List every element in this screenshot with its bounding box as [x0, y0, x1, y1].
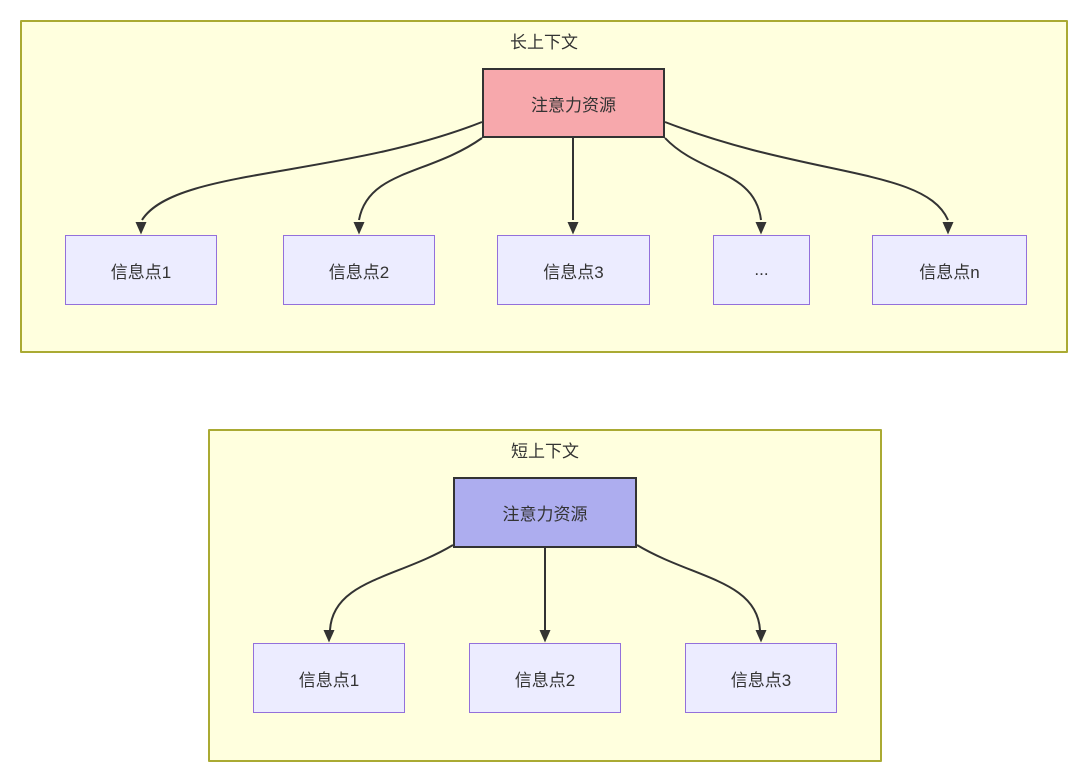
- attention-resource-box-long: 注意力资源: [482, 68, 665, 138]
- short-context-title: 短上下文: [511, 442, 579, 461]
- long-info-node-1-label: 信息点1: [110, 262, 172, 282]
- short-info-node-1: 信息点1: [253, 643, 405, 713]
- long-info-node-3-label: 信息点3: [543, 262, 604, 282]
- long-info-node-ellipsis-label: ...: [754, 260, 769, 279]
- short-info-node-2-label: 信息点2: [514, 670, 576, 690]
- short-info-node-1-label: 信息点1: [298, 670, 360, 690]
- long-info-node-1: 信息点1: [65, 235, 217, 305]
- long-info-node-2-label: 信息点2: [328, 262, 390, 282]
- attention-resource-label-short: 注意力资源: [502, 505, 588, 524]
- short-info-node-3: 信息点3: [685, 643, 837, 713]
- long-info-node-3: 信息点3: [497, 235, 650, 305]
- attention-resource-box-short: 注意力资源: [453, 477, 637, 548]
- long-info-node-ellipsis: ...: [713, 235, 810, 305]
- long-info-node-2: 信息点2: [283, 235, 435, 305]
- attention-resource-label-long: 注意力资源: [531, 95, 616, 115]
- long-context-title: 长上下文: [510, 33, 578, 52]
- short-info-node-3-label: 信息点3: [730, 670, 792, 690]
- short-info-node-2: 信息点2: [469, 643, 621, 713]
- long-info-node-n-label: 信息点n: [919, 262, 980, 282]
- long-info-node-n: 信息点n: [872, 235, 1027, 305]
